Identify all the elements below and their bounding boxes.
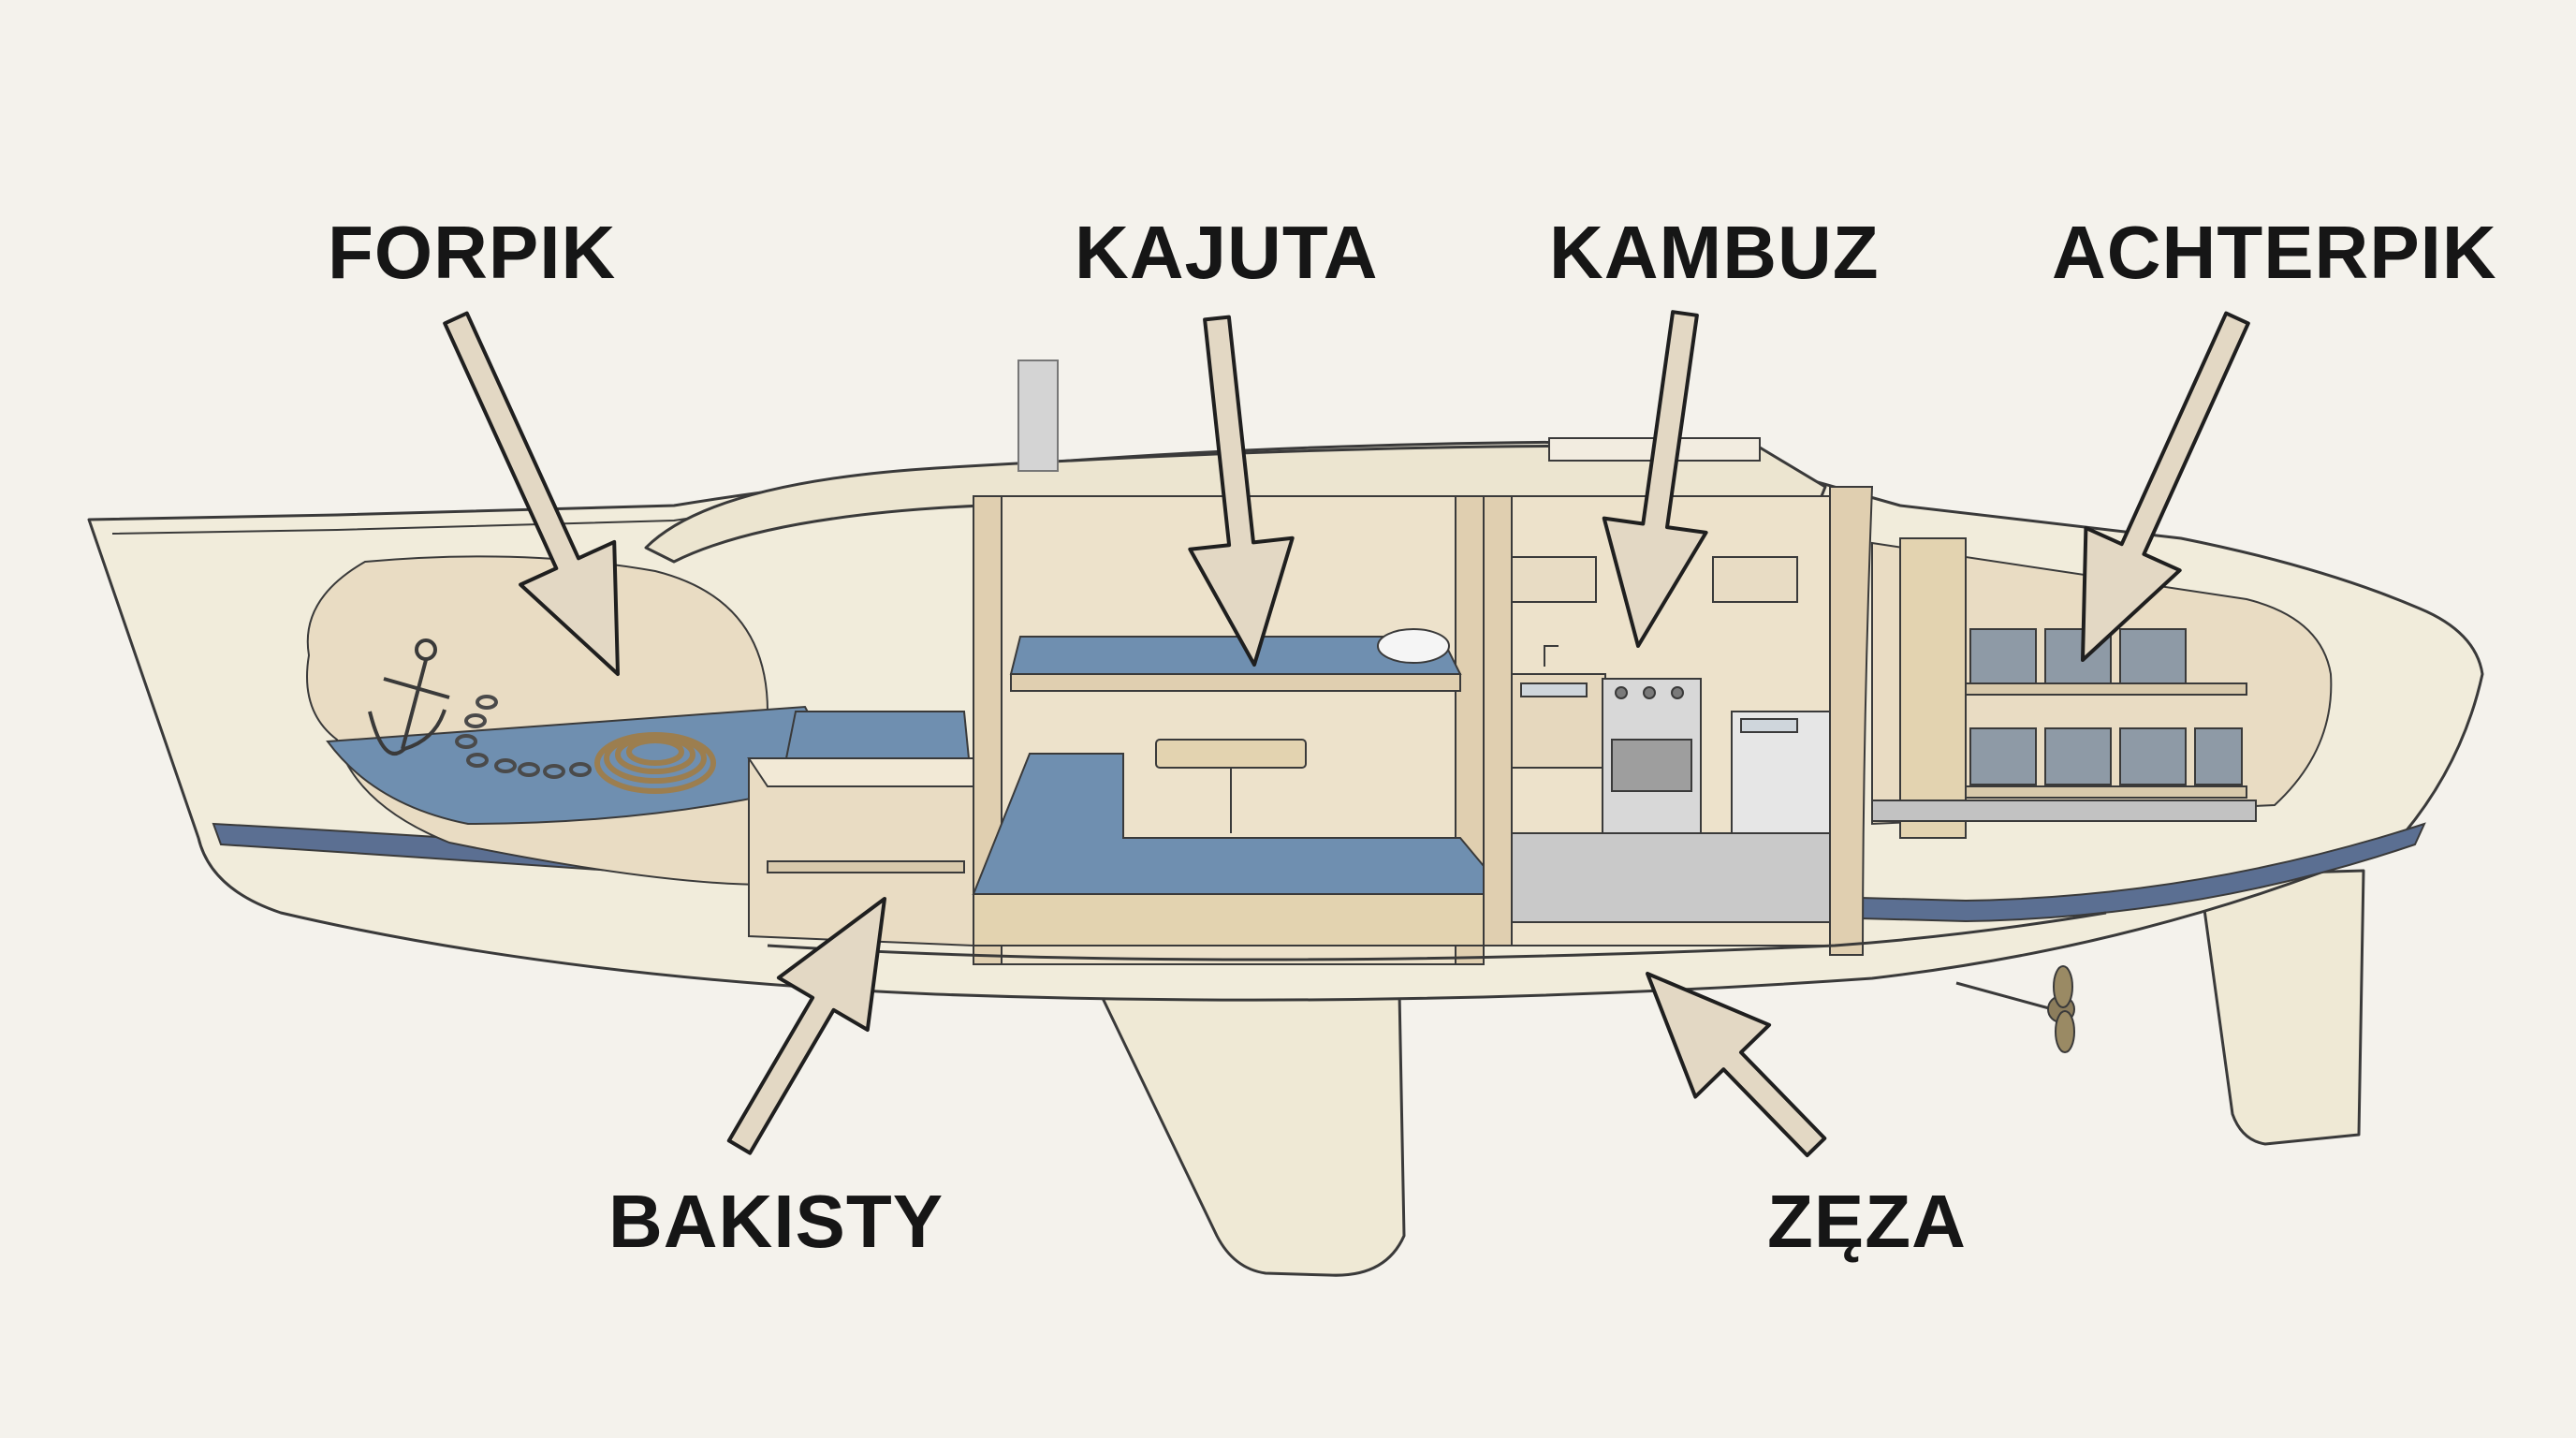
arrow-forpik [443,311,620,676]
saloon-table [1155,739,1307,769]
rope-coil [594,732,716,794]
burner [1671,686,1684,699]
label-achterpik: ACHTERPIK [2052,211,2497,294]
arrow-zeza [1646,972,1827,1158]
locker-shelf [767,860,965,873]
anchor-icon [368,638,450,756]
second-sink [1740,718,1798,733]
label-kambuz: KAMBUZ [1549,211,1880,294]
galley-sink [1520,682,1588,697]
anchor-chain [455,695,592,779]
label-kajuta: KAJUTA [1075,211,1379,294]
arrow-kambuz [1602,310,1708,648]
storage-shelf [1965,785,2247,799]
label-forpik: FORPIK [328,211,617,294]
quarter-berth-post [1899,537,1967,839]
upper-cabinet [1511,556,1597,603]
bulkhead [1483,495,1513,946]
oven-door [1611,739,1692,792]
pillow [1377,628,1450,664]
berth-edge [1010,673,1461,692]
propeller-shaft [1955,981,2060,1013]
bench-top [747,757,974,787]
burner [1643,686,1656,699]
bench-cushion [784,711,971,759]
mast [1017,360,1059,472]
arrow-kajuta [1188,315,1295,667]
label-bakisty: BAKISTY [608,1180,944,1263]
rudder [2198,869,2365,1146]
label-zeza: ZĘZA [1767,1180,1967,1263]
burner [1615,686,1628,699]
galley-floor [1511,832,1845,923]
propeller [2047,965,2075,1053]
storage-shelf [1965,682,2247,696]
aft-bulkhead [1829,486,1874,956]
zeza-bilge [767,911,2107,961]
arrow-achterpik [2081,311,2250,662]
achterpik-floor [1871,800,2257,822]
upper-cabinet [1712,556,1798,603]
keel [1098,990,1406,1277]
settee-base [973,893,1508,946]
annotation-arrows [443,310,2250,1158]
arrow-bakisty [726,897,886,1155]
galley-tap [1544,645,1559,667]
